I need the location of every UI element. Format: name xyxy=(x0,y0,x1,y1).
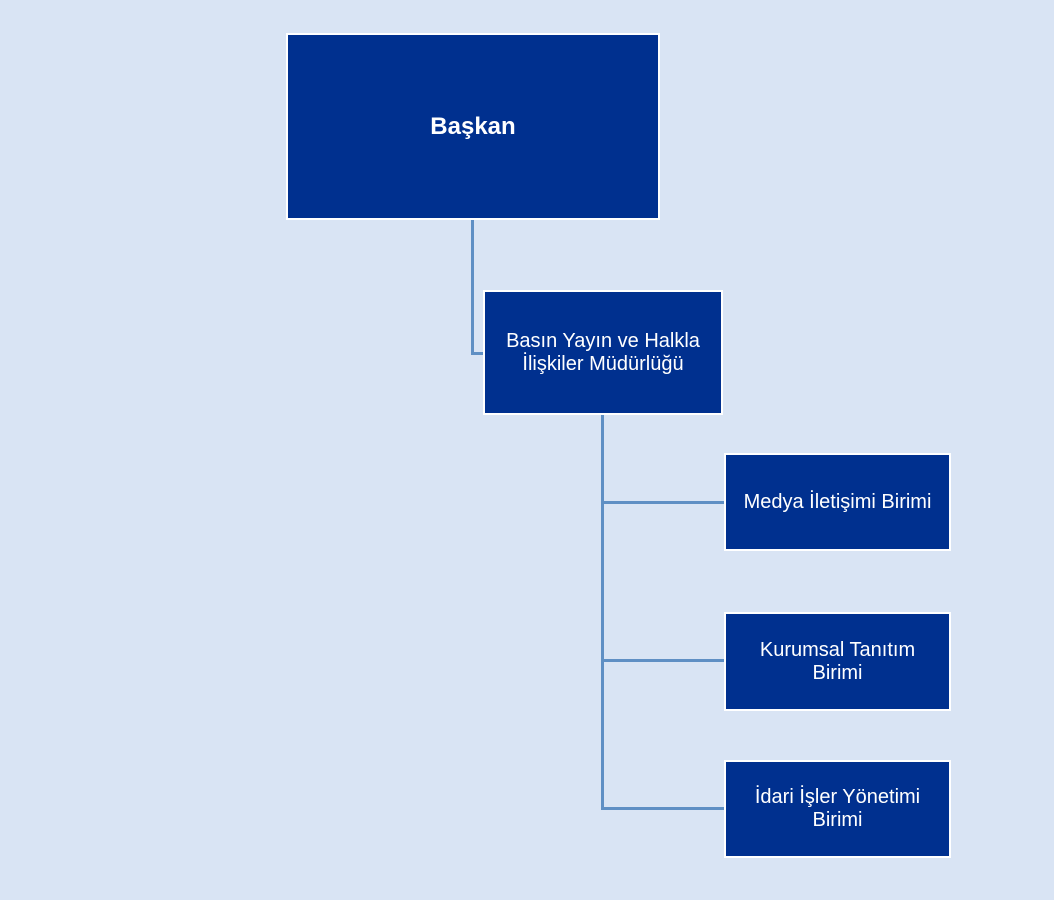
president-label: Başkan xyxy=(430,112,516,140)
corporate-unit-label: Kurumsal Tanıtım Birimi xyxy=(759,638,916,684)
connector-president-horizontal xyxy=(471,352,484,355)
media-unit-label: Medya İletişimi Birimi xyxy=(743,490,932,513)
admin-unit-box: İdari İşler Yönetimi Birimi xyxy=(724,760,951,858)
connector-media-horizontal xyxy=(601,501,724,504)
connector-directorate-vertical xyxy=(601,415,604,810)
president-box: Başkan xyxy=(286,33,660,220)
directorate-box: Basın Yayın ve Halkla İlişkiler Müdürlüğ… xyxy=(483,290,723,415)
directorate-label: Basın Yayın ve Halkla İlişkiler Müdürlüğ… xyxy=(506,329,700,375)
connector-admin-horizontal xyxy=(601,807,724,810)
corporate-unit-box: Kurumsal Tanıtım Birimi xyxy=(724,612,951,711)
connector-president-vertical xyxy=(471,220,474,354)
media-unit-box: Medya İletişimi Birimi xyxy=(724,453,951,551)
connector-corporate-horizontal xyxy=(601,659,724,662)
admin-unit-label: İdari İşler Yönetimi Birimi xyxy=(754,786,921,831)
